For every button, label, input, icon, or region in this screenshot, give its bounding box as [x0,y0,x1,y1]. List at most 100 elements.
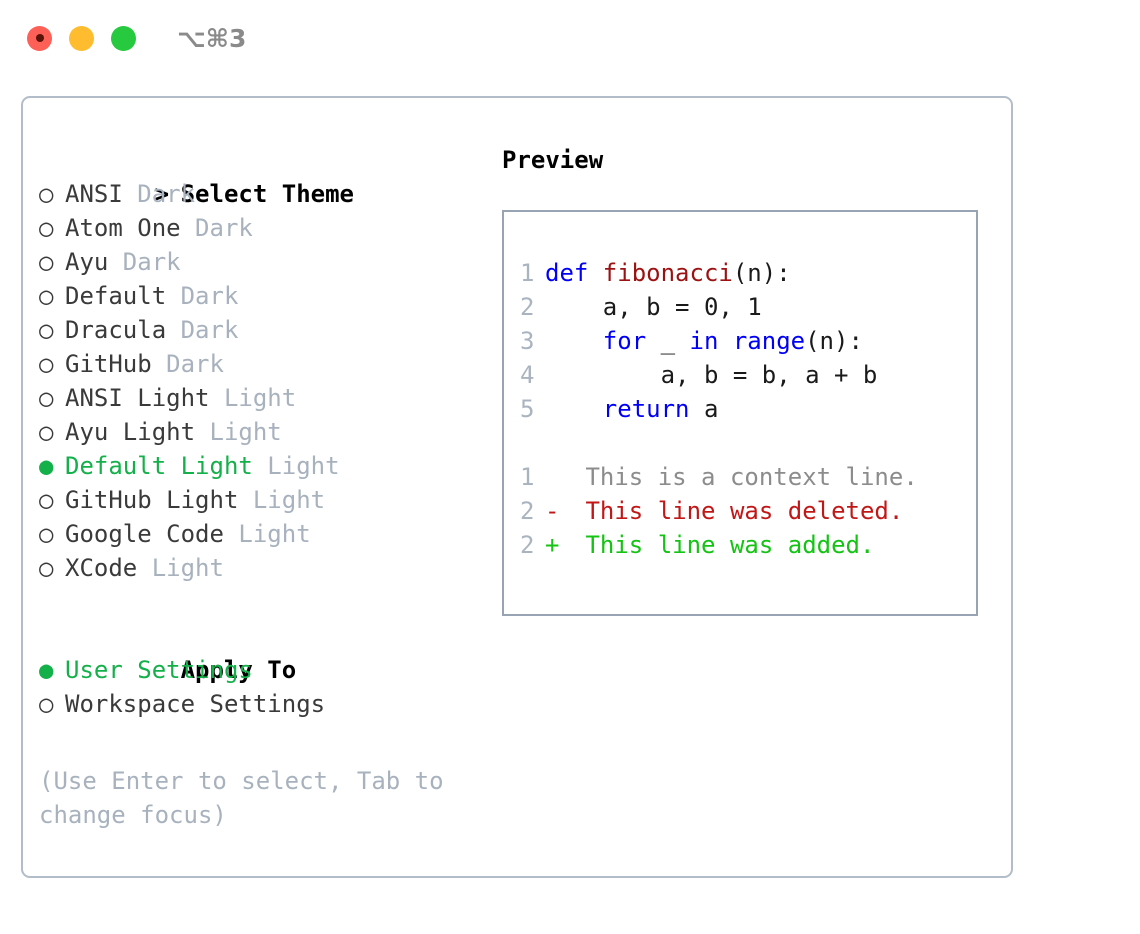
theme-variant-tag: Light [223,384,297,412]
keyboard-hint-text: (Use Enter to select, Tab to change focu… [39,767,444,829]
theme-variant-tag: Dark [137,180,196,208]
theme-option-atom-one[interactable]: ○ Atom One Dark [39,211,479,245]
apply-to-option-label: Workspace Settings [65,690,326,718]
theme-option-label: Atom One [65,214,196,242]
theme-option-ayu-light[interactable]: ○Ayu Light Light [39,415,479,449]
radio-unselected-icon: ○ [39,248,54,276]
theme-option-dracula[interactable]: ○ Dracula Dark [39,313,479,347]
theme-option-default[interactable]: ○Default Dark [39,279,479,313]
diff-line-text: This line was added. [571,531,875,559]
code-token-fn: fibonacci [602,259,733,287]
code-line: 1 def fibonacci(n): [520,256,976,290]
preview-title: Preview [502,146,604,174]
radio-unselected-icon: ○ [39,384,54,412]
apply-to-option-label: User Settings [65,656,253,684]
theme-option-github-light[interactable]: ○ GitHub Light Light [39,483,479,517]
code-line: 4 a, b = b, a + b [520,358,976,392]
theme-option-xcode[interactable]: ○ XCode Light [39,551,479,585]
diff-line-add: 2 + This line was added. [520,528,976,562]
diff-line-text: This is a context line. [571,463,918,491]
diff-sample: 1 This is a context line.2- This line wa… [520,460,976,562]
theme-option-list: ○ANSI Dark○Atom One Dark○Ayu Dark○Defaul… [39,177,479,585]
theme-option-ayu[interactable]: ○ Ayu Dark [39,245,479,279]
preview-spacer [520,426,976,460]
diff-line-del: 2- This line was deleted. [520,494,976,528]
close-window-button[interactable] [27,25,52,51]
diff-marker-icon [545,460,571,494]
diff-marker-icon: + [545,531,560,559]
theme-option-google-code[interactable]: ○Google Code Light [39,517,479,551]
theme-option-label: XCode [65,554,152,582]
theme-variant-tag: Dark [195,214,253,242]
radio-unselected-icon: ○ [39,520,54,548]
radio-unselected-icon: ○ [39,690,54,718]
radio-unselected-icon: ○ [39,486,54,514]
theme-variant-tag: Light [209,418,282,446]
theme-selector-panel: >Select Theme ○ANSI Dark○Atom One Dark○A… [21,96,1013,878]
maximize-window-button[interactable] [111,25,136,51]
theme-variant-tag: Light [252,486,326,514]
diff-line-number: 2 [520,531,535,559]
theme-option-label: GitHub [65,350,167,378]
code-line-number: 4 [520,361,535,389]
theme-option-github[interactable]: ○GitHub Dark [39,347,479,381]
code-line-number: 1 [520,259,535,287]
apply-to-heading: Apply To [39,619,479,684]
theme-list-column: >Select Theme ○ANSI Dark○Atom One Dark○A… [39,143,479,721]
theme-option-label: ANSI [65,180,138,208]
code-token-kw: def [545,259,603,287]
theme-option-label: Ayu Light [65,418,210,446]
theme-variant-tag: Dark [180,316,239,344]
theme-option-label: Default [65,282,181,310]
select-theme-heading-label: Select Theme [180,180,354,208]
theme-option-label: ANSI Light [65,384,224,412]
radio-unselected-icon: ○ [39,554,54,582]
theme-variant-tag: Light [151,554,224,582]
diff-line-ctx: 1 This is a context line. [520,460,976,494]
theme-variant-tag: Dark [122,248,181,276]
diff-line-number: 2 [520,497,535,525]
radio-unselected-icon: ○ [39,180,54,208]
theme-option-ansi[interactable]: ○ ANSI Dark [39,177,479,211]
prompt-caret-icon: > [154,180,170,208]
code-line: 3 for _ in range(n): [520,324,976,358]
theme-variant-tag: Light [267,452,340,480]
diff-marker-icon: - [545,497,560,525]
code-token-plain: a, b = b, a + b [545,361,878,389]
keyboard-shortcut-label: ⌥⌘3 [177,23,247,53]
theme-option-label: Default Light [65,452,268,480]
diff-line-number: 1 [520,463,535,491]
code-token-kw: in [689,327,733,355]
apply-to-heading-label: Apply To [180,656,297,684]
code-line-number: 3 [520,327,535,355]
apply-to-option-workspace-settings[interactable]: ○ Workspace Settings [39,687,479,721]
theme-variant-tag: Light [238,520,311,548]
window-controls [27,25,136,51]
list-spacer [39,585,479,619]
theme-option-label: Ayu [65,248,123,276]
apply-to-option-list: ● User Settings ○ Workspace Settings [39,653,479,721]
minimize-window-button[interactable] [69,25,94,51]
radio-unselected-icon: ○ [39,316,54,344]
theme-option-label: GitHub Light [65,486,253,514]
radio-selected-icon: ● [39,452,54,480]
theme-option-default-light[interactable]: ● Default Light Light [39,449,479,483]
radio-unselected-icon: ○ [39,214,54,242]
code-token-plain: a [703,395,719,423]
theme-option-ansi-light[interactable]: ○ ANSI Light Light [39,381,479,415]
select-theme-heading: > Select Theme [39,143,479,208]
apply-to-option-user-settings[interactable]: ● User Settings [39,653,479,687]
code-token-plain: (n): [805,327,863,355]
code-token-plain: (n): [732,259,791,287]
theme-option-label: Dracula [65,316,181,344]
code-token-kw: return [545,395,704,423]
code-line: 2 a, b = 0, 1 [520,290,976,324]
radio-selected-icon: ● [39,656,54,684]
code-line-number: 5 [520,395,535,423]
theme-variant-tag: Dark [180,282,239,310]
code-token-kw: range [732,327,806,355]
theme-variant-tag: Dark [166,350,224,378]
code-token-kw: for [545,327,661,355]
